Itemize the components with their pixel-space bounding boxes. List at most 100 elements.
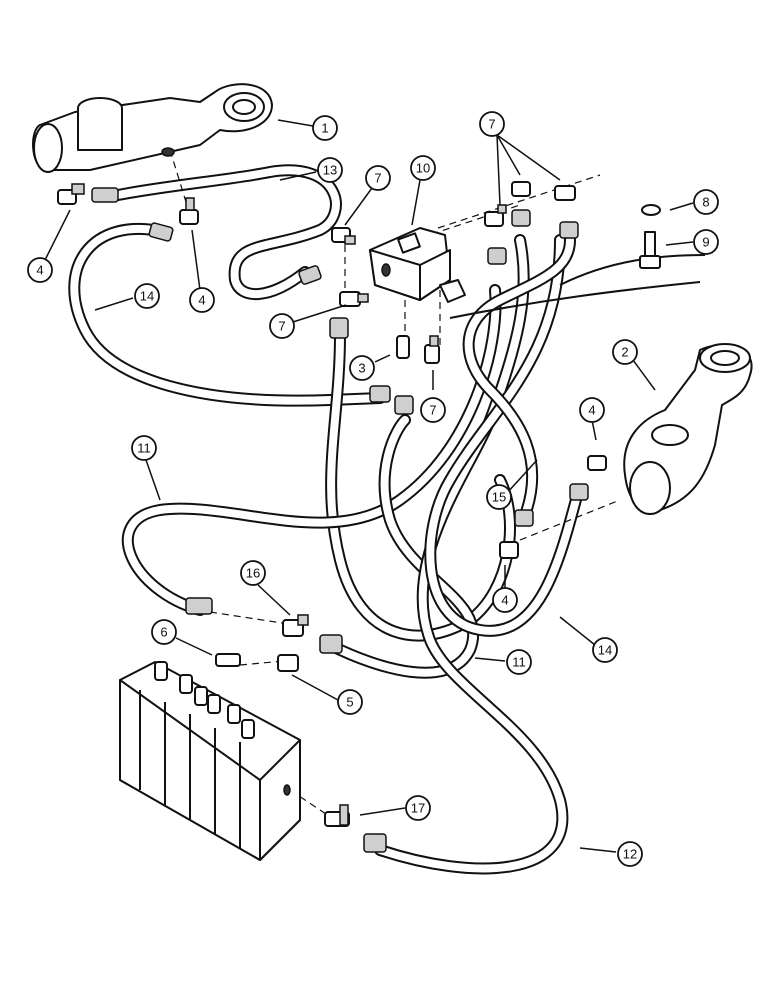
hose-12 [374,234,569,875]
svg-text:12: 12 [623,847,637,862]
hose-end-fitting [329,317,349,339]
callouts: 1 2 3 4 4 4 4 5 6 7 7 7 7 8 9 10 11 11 1… [27,111,719,867]
tee-fitting-17 [324,804,350,827]
hose-end-fitting [91,187,119,203]
elbow-fitting-4 [499,541,519,559]
hose-end-fitting [487,247,507,265]
hose-end-fitting [363,833,387,853]
straight-fitting-3 [396,335,410,359]
svg-text:6: 6 [160,625,167,640]
svg-text:1: 1 [321,121,328,136]
hose-end-fitting [511,209,531,227]
svg-text:13: 13 [323,163,337,178]
svg-text:9: 9 [702,235,709,250]
callout-8: 8 [693,189,719,215]
callout-16: 16 [240,560,266,586]
svg-text:16: 16 [246,566,260,581]
leader-lines [44,119,694,853]
elbow-fitting-7 [339,291,369,307]
callout-13: 13 [317,157,343,183]
callout-7: 7 [269,313,295,339]
elbow-fitting-7 [484,204,507,227]
callout-4: 4 [579,397,605,423]
svg-text:7: 7 [488,117,495,132]
svg-text:17: 17 [411,801,425,816]
elbow-fitting-4 [179,197,199,225]
callout-5: 5 [337,689,363,715]
svg-text:2: 2 [621,345,628,360]
svg-text:3: 3 [358,361,365,376]
svg-text:4: 4 [36,263,43,278]
hose-end-fitting [185,597,213,615]
svg-text:5: 5 [346,695,353,710]
elbow-fitting-7 [554,185,576,201]
hydraulic-cylinder-2 [623,343,753,515]
control-valve-bank [119,661,301,861]
callout-7: 7 [420,397,446,423]
elbow-fitting-5 [277,654,299,672]
svg-text:8: 8 [702,195,709,210]
hose-end-fitting [148,222,174,242]
svg-text:7: 7 [278,319,285,334]
callout-14: 14 [592,637,618,663]
valve-bank-sections [139,690,241,848]
callout-1: 1 [312,115,338,141]
hydraulic-cylinder-1 [32,83,273,173]
hose-11 [122,284,502,616]
callout-7: 7 [479,111,505,137]
hose-end-fitting [569,483,589,501]
hose-end-fitting [298,265,322,285]
callout-17: 17 [405,795,431,821]
alignment-lines [169,149,621,821]
callout-9: 9 [693,229,719,255]
washer-8 [641,204,661,216]
hose-end-fitting [394,395,414,415]
svg-text:4: 4 [588,403,595,418]
svg-text:7: 7 [429,403,436,418]
callout-11: 11 [131,435,157,461]
svg-text:7: 7 [374,171,381,186]
elbow-fitting-4 [587,455,607,471]
svg-text:11: 11 [137,441,151,456]
elbow-fitting-7 [424,335,440,364]
hose-11-lower [324,414,480,679]
svg-text:15: 15 [492,490,506,505]
hose-end-fitting [369,385,391,403]
callout-10: 10 [410,155,436,181]
svg-text:10: 10 [416,161,430,176]
callout-2: 2 [612,339,638,365]
elbow-fitting-4 [57,183,85,205]
svg-text:14: 14 [140,289,154,304]
callout-4: 4 [492,587,518,613]
callout-15: 15 [486,484,512,510]
valve-spools [154,661,255,739]
hose-14-right [424,234,584,637]
hose-13 [112,164,342,300]
bolt-9 [639,231,661,269]
callout-12: 12 [617,841,643,867]
callout-6: 6 [151,619,177,645]
valve-block-10 [369,227,466,303]
fittings [57,181,661,853]
svg-text:14: 14 [598,643,612,658]
svg-text:11: 11 [512,655,526,670]
elbow-fitting-7 [511,181,531,197]
elbow-fitting-7 [331,227,356,245]
hose-11-upper [325,329,516,642]
hose-end-fitting [514,509,534,527]
guide-line [559,254,706,286]
callout-4: 4 [189,287,215,313]
hose-15 [462,234,576,521]
callout-11: 11 [506,649,532,675]
elbow-fitting-16 [282,614,309,637]
hose-end-fitting [559,221,579,239]
callout-3: 3 [349,355,375,381]
hose-14-left [68,222,386,407]
callout-14: 14 [134,283,160,309]
hose-end-fitting [319,634,343,654]
svg-text:4: 4 [198,293,205,308]
guide-line [449,281,701,319]
callout-4: 4 [27,257,53,283]
callout-7: 7 [365,165,391,191]
